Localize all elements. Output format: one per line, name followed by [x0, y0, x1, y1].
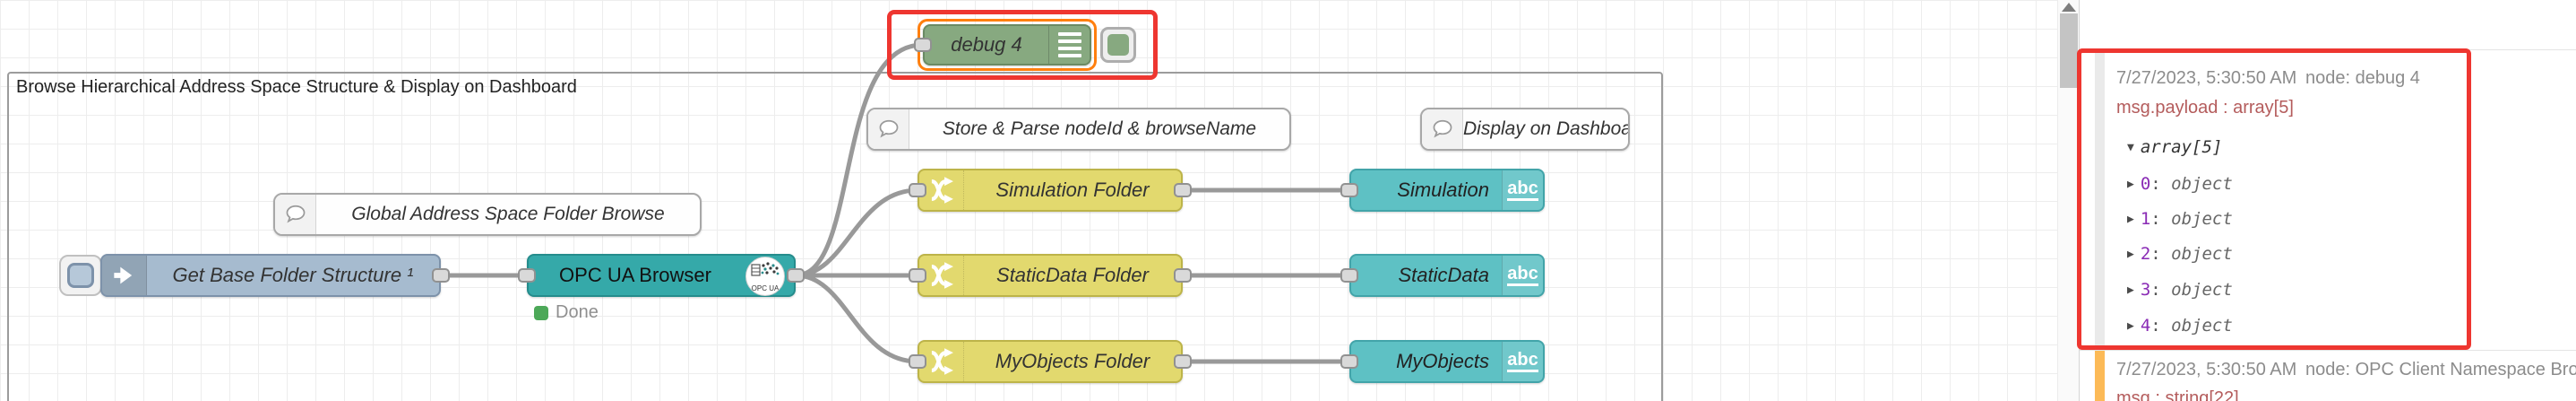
text-widget-label: MyObjects: [1396, 350, 1489, 372]
comment-icon: [275, 195, 316, 234]
opcua-node-status: Done: [534, 302, 599, 323]
scrollbar-thumb[interactable]: [2060, 13, 2078, 88]
tree-root-row[interactable]: ▼array[5]: [2127, 137, 2223, 157]
inject-trigger-button[interactable]: [59, 255, 102, 296]
comment-node-global-browse[interactable]: Global Address Space Folder Browse: [273, 193, 702, 236]
comment-label: Global Address Space Folder Browse: [351, 204, 665, 224]
debug-message[interactable]: 7/27/2023, 5:30:50 AM node: OPC Client N…: [2080, 350, 2576, 401]
tree-item-row[interactable]: ▶0: object: [2127, 174, 2233, 194]
inject-trigger-button-inner: [67, 263, 94, 288]
opcua-browser-node[interactable]: OPC UA Browser OPC UA: [527, 254, 796, 297]
caret-right-icon[interactable]: ▶: [2127, 283, 2134, 297]
abc-text-icon: abc: [1502, 170, 1543, 210]
opcua-browser-label: OPC UA Browser: [559, 264, 711, 286]
flow-group-label: Browse Hierarchical Address Space Struct…: [16, 77, 577, 97]
debug-node[interactable]: debug 4: [923, 24, 1091, 65]
opcua-icon-caption: OPC UA: [751, 284, 780, 292]
wire[interactable]: [793, 187, 920, 278]
comment-icon: [868, 109, 909, 149]
comment-node-display-dashboard[interactable]: Display on Dashboard: [1420, 108, 1630, 151]
port[interactable]: [1340, 268, 1358, 283]
port[interactable]: [1174, 183, 1192, 197]
debug-message[interactable]: 7/27/2023, 5:30:50 AM node: debug 4 msg.…: [2080, 49, 2576, 350]
status-label: Done: [556, 302, 599, 322]
caret-right-icon[interactable]: ▶: [2127, 248, 2134, 261]
tree-item-row[interactable]: ▶3: object: [2127, 280, 2233, 300]
wire[interactable]: [793, 42, 926, 278]
message-timestamp: 7/27/2023, 5:30:50 AM: [2116, 360, 2297, 379]
port[interactable]: [518, 268, 536, 283]
debug-enable-toggle[interactable]: [1100, 27, 1136, 63]
switch-node-myobjects-folder[interactable]: MyObjects Folder: [918, 340, 1183, 383]
switch-node-simulation-folder[interactable]: Simulation Folder: [918, 169, 1183, 212]
port[interactable]: [1174, 354, 1192, 369]
message-payload-path: msg : string[22]: [2116, 388, 2239, 401]
inject-node-label: Get Base Folder Structure ¹: [172, 264, 414, 286]
tree-item-row[interactable]: ▶2: object: [2127, 244, 2233, 264]
caret-down-icon[interactable]: ▼: [2127, 141, 2134, 154]
debug-sidebar: 7/27/2023, 5:30:50 AM node: debug 4 msg.…: [2079, 0, 2576, 401]
caret-right-icon[interactable]: ▶: [2127, 178, 2134, 191]
port[interactable]: [914, 38, 932, 52]
comment-label: Display on Dashboard: [1463, 118, 1628, 139]
comment-node-store-parse[interactable]: Store & Parse nodeId & browseName: [866, 108, 1291, 151]
inject-node[interactable]: Get Base Folder Structure ¹: [100, 254, 441, 297]
switch-node-label: Simulation Folder: [995, 179, 1150, 201]
port[interactable]: [1340, 183, 1358, 197]
text-widget-node-simulation[interactable]: Simulation abc: [1349, 169, 1545, 212]
switch-icon: [919, 256, 964, 295]
switch-icon: [919, 170, 964, 210]
message-timestamp: 7/27/2023, 5:30:50 AM: [2116, 68, 2297, 88]
flow-canvas[interactable]: Browse Hierarchical Address Space Struct…: [0, 0, 2057, 401]
abc-text-icon: abc: [1502, 256, 1543, 295]
port[interactable]: [909, 268, 926, 283]
flow-group[interactable]: Browse Hierarchical Address Space Struct…: [7, 72, 1663, 401]
comment-icon: [1422, 109, 1463, 149]
tree-item-row[interactable]: ▶4: object: [2127, 316, 2233, 336]
scroll-up-arrow-icon[interactable]: [2062, 3, 2076, 12]
switch-node-label: StaticData Folder: [996, 264, 1149, 286]
text-widget-label: Simulation: [1397, 179, 1489, 201]
debug-node-label: debug 4: [951, 33, 1022, 56]
status-dot-icon: [534, 305, 548, 320]
caret-right-icon[interactable]: ▶: [2127, 319, 2134, 333]
port[interactable]: [432, 268, 450, 283]
port[interactable]: [787, 268, 805, 283]
message-left-border-other-flow: [2095, 351, 2105, 401]
message-left-border: [2095, 50, 2105, 350]
canvas-vertical-scrollbar[interactable]: [2057, 0, 2079, 401]
caret-right-icon[interactable]: ▶: [2127, 213, 2134, 226]
opcua-logo-icon: OPC UA: [745, 257, 785, 296]
wire[interactable]: [793, 273, 920, 364]
abc-text-icon: abc: [1502, 342, 1543, 381]
text-widget-node-myobjects[interactable]: MyObjects abc: [1349, 340, 1545, 383]
text-widget-node-staticdata[interactable]: StaticData abc: [1349, 254, 1545, 297]
message-source-node: node: OPC Client Namespace Brow: [2305, 360, 2576, 379]
switch-icon: [919, 342, 964, 381]
switch-node-label: MyObjects Folder: [995, 350, 1150, 372]
debug-list-icon: [1048, 26, 1090, 64]
debug-enable-toggle-inner: [1107, 34, 1129, 56]
tree-item-row[interactable]: ▶1: object: [2127, 209, 2233, 229]
port[interactable]: [909, 183, 926, 197]
comment-label: Store & Parse nodeId & browseName: [942, 118, 1257, 139]
inject-icon: [102, 256, 147, 295]
port[interactable]: [909, 354, 926, 369]
port[interactable]: [1174, 268, 1192, 283]
port[interactable]: [1340, 354, 1358, 369]
text-widget-label: StaticData: [1398, 264, 1490, 286]
switch-node-staticdata-folder[interactable]: StaticData Folder: [918, 254, 1183, 297]
wire-layer: [438, 42, 1352, 364]
message-payload-path: msg.payload : array[5]: [2116, 98, 2294, 118]
message-source-node: node: debug 4: [2305, 68, 2420, 88]
